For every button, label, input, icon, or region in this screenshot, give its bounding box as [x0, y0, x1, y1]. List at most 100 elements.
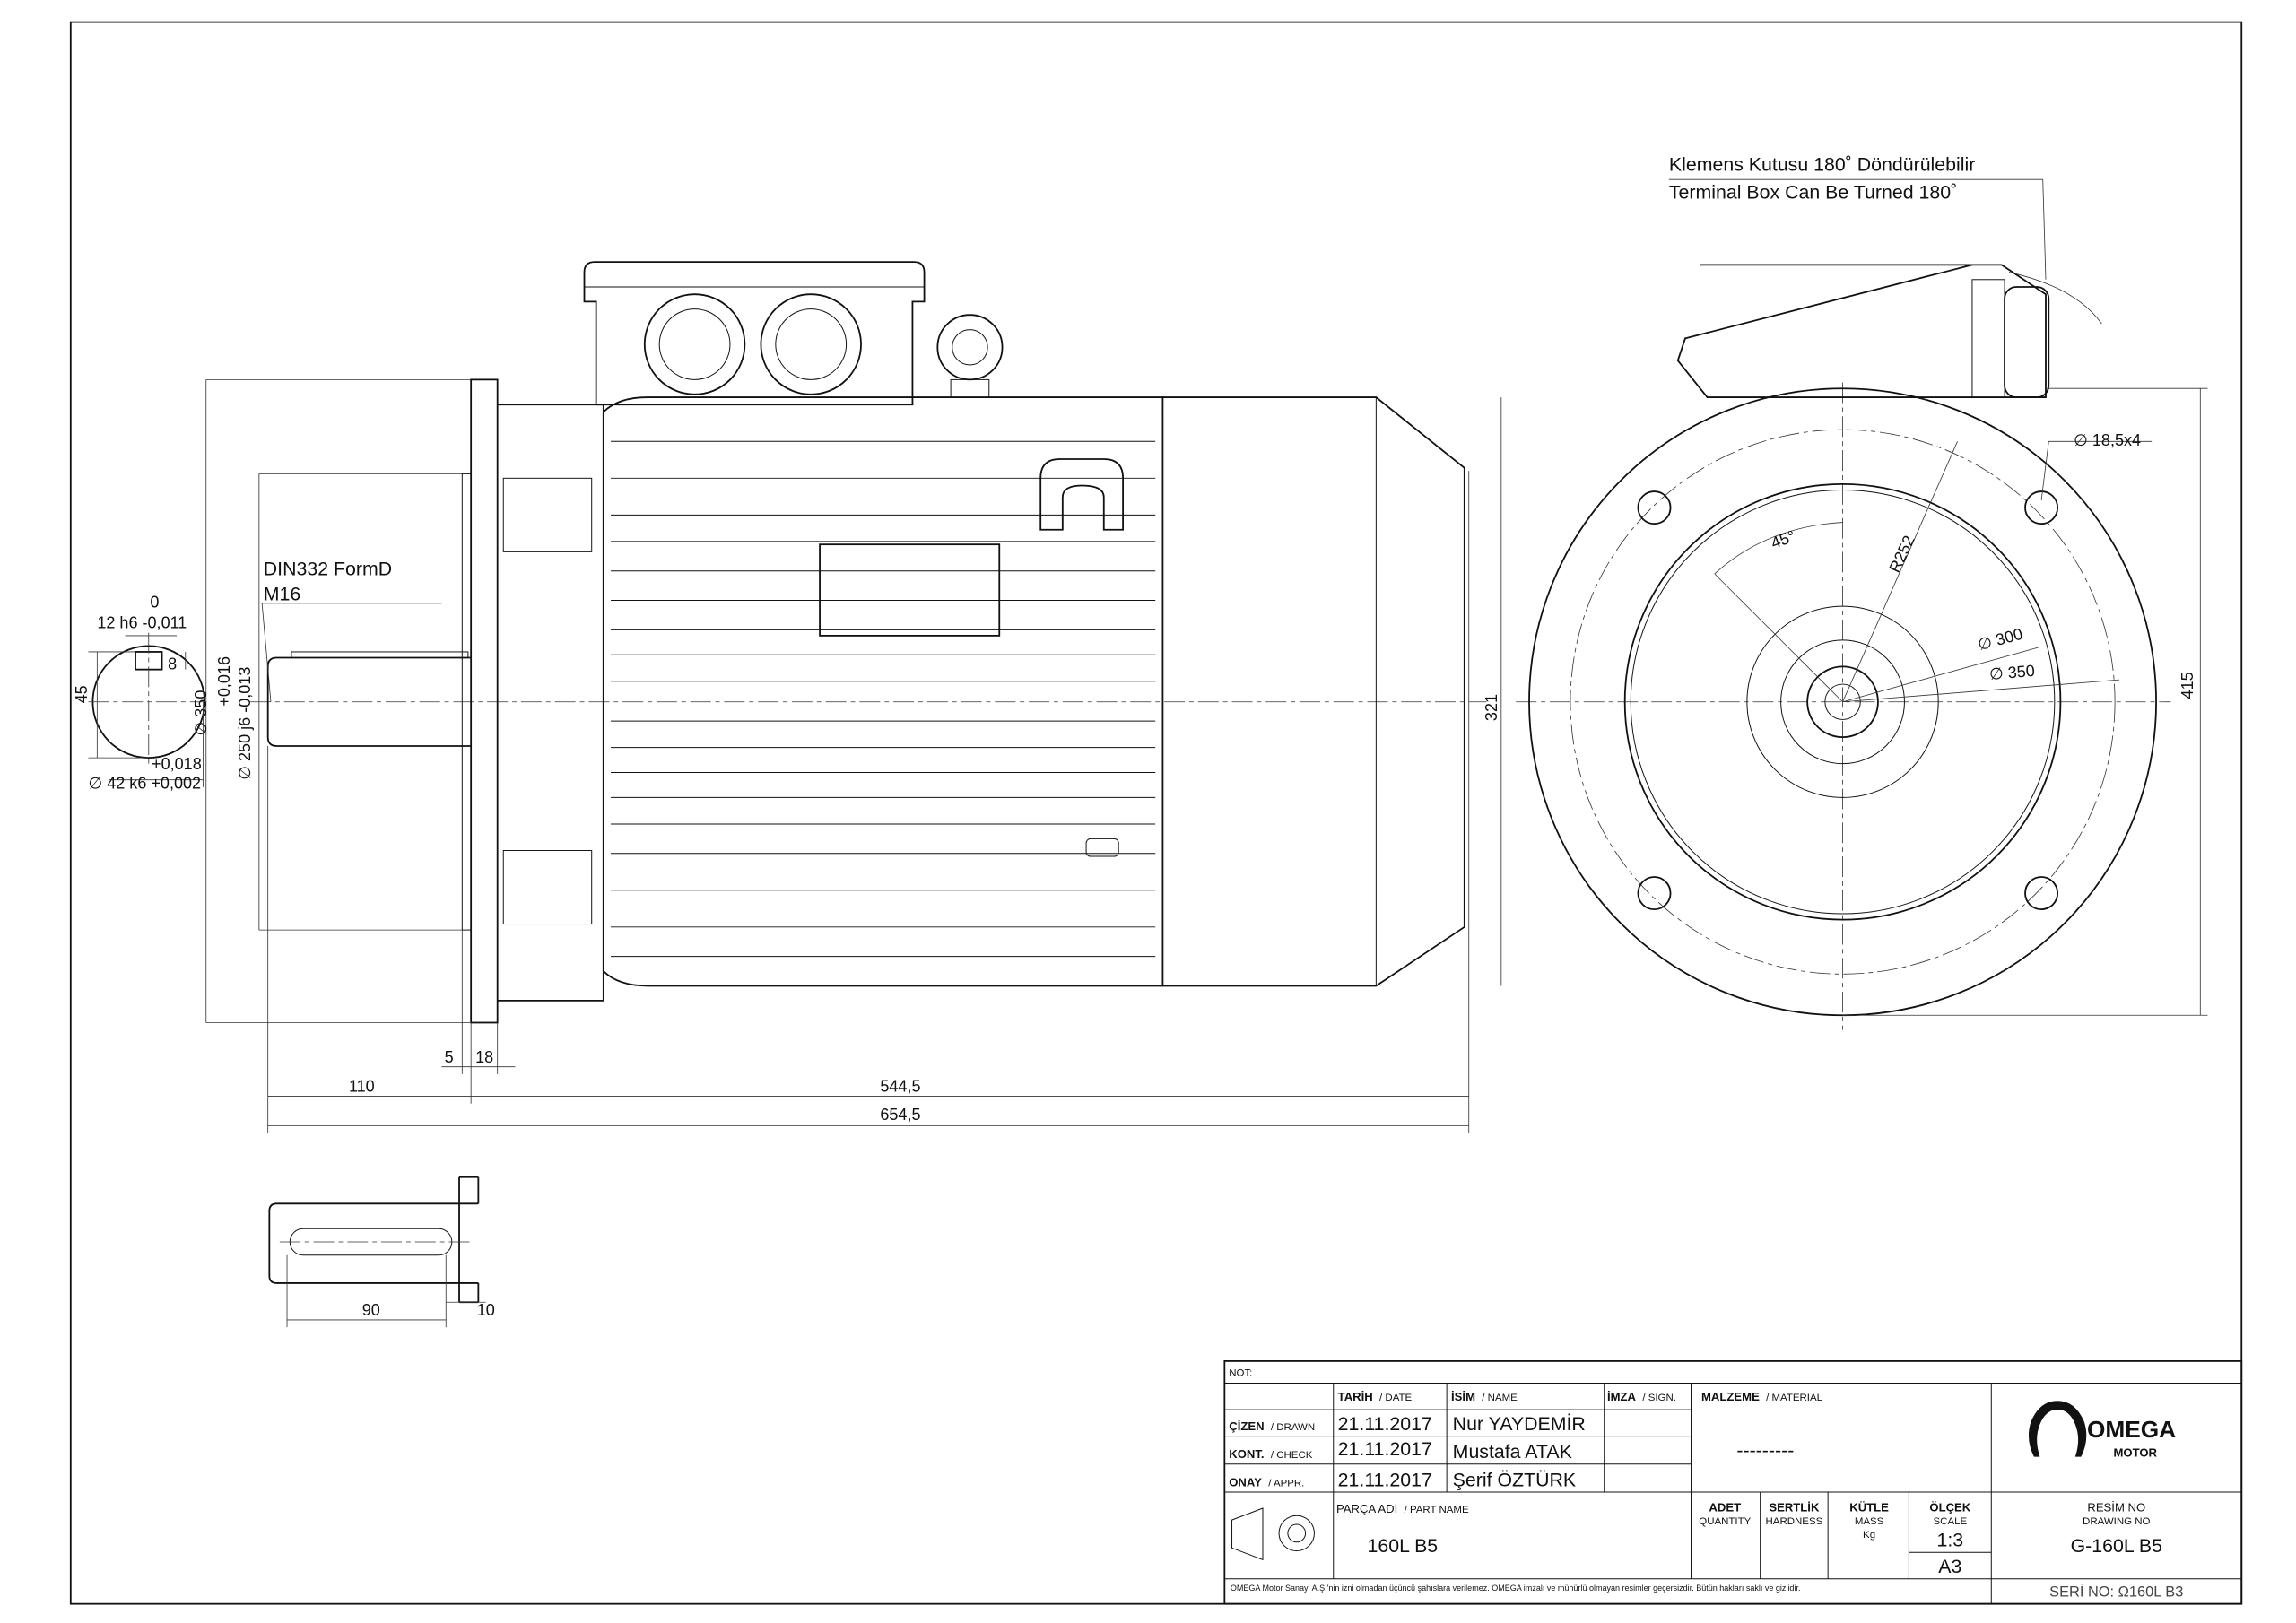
copyright-footer: OMEGA Motor Sanayi A.Ş.'nin izni olmadan…: [1231, 1584, 1801, 1593]
key-detail: 90 10: [268, 1176, 495, 1328]
dim-angle: 45°: [1769, 527, 1797, 552]
role-check: KONT.: [1229, 1447, 1264, 1461]
end-view: Klemens Kutusu 180˚ Döndürülebilir Termi…: [1516, 153, 2208, 1030]
drawing-border: [69, 21, 2243, 1605]
dim-gap: 5: [445, 1048, 454, 1066]
appr-name: Şerif ÖZTÜRK: [1453, 1469, 1576, 1490]
dim-body-len: 544,5: [880, 1078, 920, 1096]
scale-value: 1:3: [1937, 1530, 1964, 1551]
drawn-name: Nur YAYDEMİR: [1453, 1413, 1586, 1435]
paper-size: A3: [1938, 1556, 1961, 1577]
dim-key-offset: 10: [477, 1301, 495, 1319]
hardness-header: SERTLİK: [1769, 1500, 1820, 1514]
dim-flange-thk: 18: [475, 1048, 493, 1066]
drawing-no-header-en: DRAWING NO: [2083, 1516, 2150, 1527]
dim-pcd: ∅ 300: [1976, 625, 2024, 654]
dim-end-height: 415: [2179, 672, 2196, 699]
sign-header: İMZA: [1607, 1390, 1637, 1403]
part-symbol-icon: [1231, 1507, 1315, 1561]
fan-cover: [1162, 396, 1465, 987]
eye-bolt: [936, 314, 1004, 381]
dim-key-height: 8: [168, 655, 177, 673]
logo-subtext: MOTOR: [2113, 1446, 2157, 1460]
svg-text:TARİH / DATE: TARİH / DATE: [1338, 1379, 1413, 1406]
dim-key-len: 90: [362, 1301, 380, 1319]
dim-shaft-height: 45: [73, 685, 91, 703]
role-drawn: ÇİZEN: [1229, 1419, 1264, 1433]
bolt-hole: [2024, 490, 2059, 525]
svg-text:KONT. / CHECK: KONT. / CHECK: [1229, 1436, 1312, 1463]
drawn-date: 21.11.2017: [1338, 1413, 1432, 1435]
dim-outer: ∅ 350: [1988, 662, 2035, 683]
appr-date: 21.11.2017: [1338, 1469, 1432, 1490]
dim-shaft-len: 110: [349, 1078, 375, 1096]
dim-shaft-dia: ∅ 42 k6 +0,002: [88, 775, 201, 793]
svg-text:İSİM / NAME: İSİM / NAME: [1451, 1379, 1518, 1406]
terminal-box: [583, 261, 926, 406]
role-appr-en: / APPR.: [1268, 1478, 1304, 1488]
cable-gland-1: [643, 293, 746, 395]
bolt-hole: [2024, 876, 2059, 911]
svg-text:ÇİZEN / DRAWN: ÇİZEN / DRAWN: [1229, 1409, 1315, 1436]
dim-spigot-dia: ∅ 250 j6 -0,013: [236, 667, 254, 780]
svg-text:ONAY / APPR.: ONAY / APPR.: [1229, 1464, 1304, 1491]
role-appr: ONAY: [1229, 1475, 1262, 1488]
center-hole-label: DIN332 FormD: [264, 559, 392, 580]
title-block: NOT: TARİH / DATE İSİM / NAME İMZA / SIG…: [1223, 1360, 2243, 1605]
omega-logo: OMEGA MOTOR: [2028, 1401, 2176, 1460]
role-check-en: / CHECK: [1271, 1450, 1313, 1461]
part-header: PARÇA ADI: [1336, 1502, 1397, 1515]
bolt-hole: [1637, 490, 1672, 525]
bolt-hole: [1637, 876, 1672, 911]
dim-hole: ∅ 18,5x4: [2074, 431, 2141, 449]
scale-header: ÖLÇEK: [1929, 1500, 1970, 1514]
cable-gland-2: [760, 293, 862, 395]
mass-unit: Kg: [1863, 1530, 1875, 1541]
material-header: MALZEME: [1701, 1390, 1760, 1403]
part-name: 160L B5: [1368, 1535, 1439, 1557]
logo-text: OMEGA: [2087, 1416, 2176, 1443]
role-drawn-en: / DRAWN: [1271, 1422, 1315, 1433]
date-header: TARİH: [1338, 1390, 1373, 1403]
dim-radius: R252: [1885, 533, 1918, 576]
dim-flange-dia: ∅ 350: [192, 690, 210, 736]
material-value: ---------: [1736, 1440, 1794, 1462]
shaft: [266, 656, 472, 747]
name-header-en: / NAME: [1482, 1393, 1518, 1403]
side-view: DIN332 FormD M16 110 544,5 654,5 5 18 32…: [192, 261, 1502, 1133]
note-label: NOT:: [1229, 1367, 1252, 1378]
shaft-section: 0 12 h6 -0,011 8 45 +0,018 ∅ 42 k6 +0,00…: [73, 594, 206, 793]
lifting-lug: [1039, 458, 1125, 531]
center-thread-label: M16: [264, 584, 301, 605]
mass-header-en: MASS: [1855, 1516, 1884, 1527]
svg-text:MALZEME / MATERIAL: MALZEME / MATERIAL: [1701, 1379, 1822, 1406]
dim-shaft-tol: +0,018: [152, 755, 202, 773]
scale-header-en: SCALE: [1934, 1516, 1968, 1527]
check-name: Mustafa ATAK: [1453, 1441, 1572, 1462]
dim-height: 321: [1483, 694, 1500, 721]
dim-spigot-tol: +0,016: [215, 656, 233, 707]
dim-key-tol: 0: [150, 594, 159, 612]
end-terminal-box: [1676, 264, 2047, 398]
drawing-no: G-160L B5: [2071, 1535, 2162, 1557]
dim-key-width: 12 h6 -0,011: [97, 614, 187, 632]
shaft-key: [291, 651, 469, 659]
drawing-no-header: RESİM NO: [2087, 1500, 2145, 1514]
serial-no: SERİ NO: Ω160L B3: [2049, 1583, 2183, 1600]
check-date: 21.11.2017: [1338, 1438, 1432, 1460]
terminal-box-note-tr: Klemens Kutusu 180˚ Döndürülebilir: [1669, 153, 1975, 175]
sign-header-en: / SIGN.: [1642, 1393, 1676, 1403]
svg-text:PARÇA ADI / PART NAME: PARÇA ADI / PART NAME: [1336, 1491, 1469, 1518]
svg-text:İMZA / SIGN.: İMZA / SIGN.: [1607, 1379, 1676, 1406]
terminal-box-note-en: Terminal Box Can Be Turned 180˚: [1669, 182, 1957, 204]
nameplate-pad: [819, 543, 1001, 637]
flange-plate: [470, 378, 499, 1024]
date-header-en: / DATE: [1379, 1393, 1412, 1403]
part-header-en: / PART NAME: [1405, 1505, 1469, 1515]
material-header-en: / MATERIAL: [1766, 1393, 1822, 1403]
hardness-header-en: HARDNESS: [1766, 1516, 1823, 1527]
name-header: İSİM: [1451, 1390, 1475, 1403]
qty-header: ADET: [1709, 1500, 1741, 1514]
mass-header: KÜTLE: [1849, 1500, 1889, 1514]
